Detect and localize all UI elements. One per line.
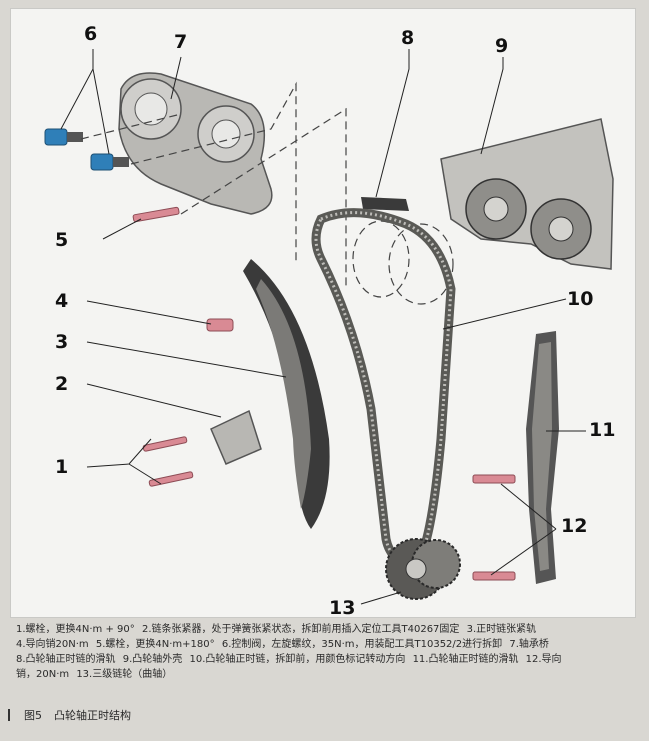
- legend-item-11: 11.凸轮轴正时链的滑轨: [412, 654, 519, 665]
- triple-sprocket: [385, 538, 461, 600]
- legend-item-9: 9.凸轮轴外壳: [122, 654, 183, 665]
- legend-item-8: 8.凸轮轴正时链的滑轨: [16, 654, 116, 665]
- callout-5: 5: [55, 229, 69, 251]
- guide-pin-4: [206, 318, 234, 332]
- legend-line-4: 销，20N·m 13.三级链轮（曲轴）: [16, 667, 628, 682]
- callout-6: 6: [84, 23, 98, 45]
- figure-number: 图5: [24, 709, 42, 722]
- bolts-1: [142, 436, 194, 487]
- bolt-5: [132, 206, 180, 223]
- control-valves: [44, 128, 129, 171]
- callout-2: 2: [55, 373, 69, 395]
- legend-item-10: 10.凸轮轴正时链，拆卸前，用颜色标记转动方向: [189, 654, 406, 665]
- callout-4: 4: [55, 290, 69, 312]
- tensioner-rail: [243, 259, 330, 529]
- legend-item-3: 3.正时链张紧轨: [466, 624, 537, 635]
- legend-item-12-cont: 销，20N·m: [16, 669, 70, 680]
- timing-chain: [311, 208, 456, 569]
- callout-12: 12: [561, 515, 588, 537]
- figure-caption: 图5 凸轮轴正时结构: [8, 706, 131, 724]
- callout-8: 8: [401, 27, 415, 49]
- figure-title: 凸轮轴正时结构: [54, 709, 131, 722]
- callout-1: 1: [55, 456, 69, 478]
- legend-item-1: 1.螺栓，更换4N·m + 90°: [16, 624, 135, 635]
- chain-tensioner: [210, 409, 262, 465]
- callout-7: 7: [174, 31, 188, 53]
- callout-9: 9: [495, 35, 509, 57]
- legend-item-12: 12.导向: [525, 654, 562, 665]
- timing-diagram-art: [44, 49, 614, 605]
- callout-10: 10: [567, 288, 594, 310]
- legend-item-7: 7.轴承桥: [509, 639, 549, 650]
- legend-item-6: 6.控制阀，左旋螺纹，35N·m，用装配工具T10352/2进行拆卸: [221, 639, 503, 650]
- slide-rail-11: [526, 331, 559, 584]
- legend-item-4: 4.导向销20N·m: [16, 639, 89, 650]
- callout-11: 11: [589, 419, 616, 441]
- legend-item-13: 13.三级链轮（曲轴）: [76, 669, 173, 680]
- legend-line-1: 1.螺栓，更换4N·m + 90° 2.链条张紧器，处于弹簧张紧状态，拆卸前用插…: [16, 622, 628, 637]
- legend-item-5: 5.螺栓，更换4N·m+180°: [95, 639, 215, 650]
- bearing-bridge: [118, 72, 273, 215]
- guide-pins-12: [472, 474, 516, 581]
- caption-bar: [8, 709, 10, 721]
- legend-item-2: 2.链条张紧器，处于弹簧张紧状态，拆卸前用插入定位工具T40267固定: [141, 624, 460, 635]
- camshaft-housing: [440, 118, 614, 270]
- legend-text: 1.螺栓，更换4N·m + 90° 2.链条张紧器，处于弹簧张紧状态，拆卸前用插…: [10, 620, 634, 696]
- legend-line-2: 4.导向销20N·m 5.螺栓，更换4N·m+180° 6.控制阀，左旋螺纹，3…: [16, 637, 628, 652]
- callout-3: 3: [55, 331, 69, 353]
- slide-rail-8: [361, 197, 409, 211]
- legend-line-3: 8.凸轮轴正时链的滑轨 9.凸轮轴外壳 10.凸轮轴正时链，拆卸前，用颜色标记转…: [16, 652, 628, 667]
- diagram-figure: 6 7 8 9 5 10 4 3 2 11 1 12 13: [10, 8, 636, 619]
- callout-13: 13: [329, 597, 356, 619]
